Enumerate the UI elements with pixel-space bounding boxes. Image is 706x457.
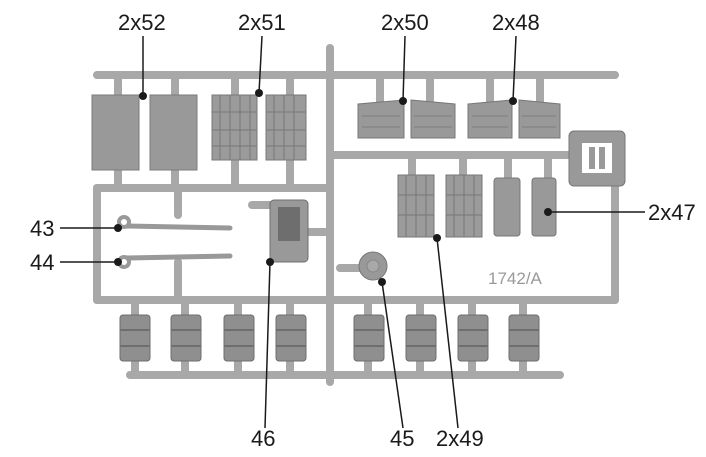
label-46: 46 (251, 426, 276, 451)
label-45: 45 (390, 426, 415, 451)
louvre-lines (362, 115, 556, 128)
label-2x51: 2x51 (238, 10, 286, 35)
label-2x48: 2x48 (492, 10, 540, 35)
barrel-hoops (120, 329, 539, 347)
label-2x49: 2x49 (436, 426, 484, 451)
label-2x52: 2x52 (118, 10, 166, 35)
label-2x50: 2x50 (381, 10, 429, 35)
barrel-row (119, 314, 540, 362)
label-2x47: 2x47 (648, 200, 696, 225)
label-43: 43 (30, 216, 55, 241)
part-2x50-panels (357, 99, 456, 139)
square-frame-part (568, 130, 626, 187)
part-46-box (269, 199, 309, 263)
part-2x52-panels (91, 94, 198, 171)
part-2x49-panels (397, 174, 483, 238)
part-43-bar (117, 215, 233, 231)
sprue-frame (93, 44, 619, 386)
part-2x51-panels (211, 94, 307, 161)
part-44-bar (117, 253, 233, 269)
part-2x48-panels (467, 99, 561, 139)
leader-dots (114, 89, 552, 286)
leader-lines (60, 35, 645, 429)
part-2x47-doors (493, 177, 557, 237)
part-45-disc (358, 251, 388, 281)
sprue-code: 1742/A (488, 269, 542, 288)
label-44: 44 (30, 250, 55, 275)
